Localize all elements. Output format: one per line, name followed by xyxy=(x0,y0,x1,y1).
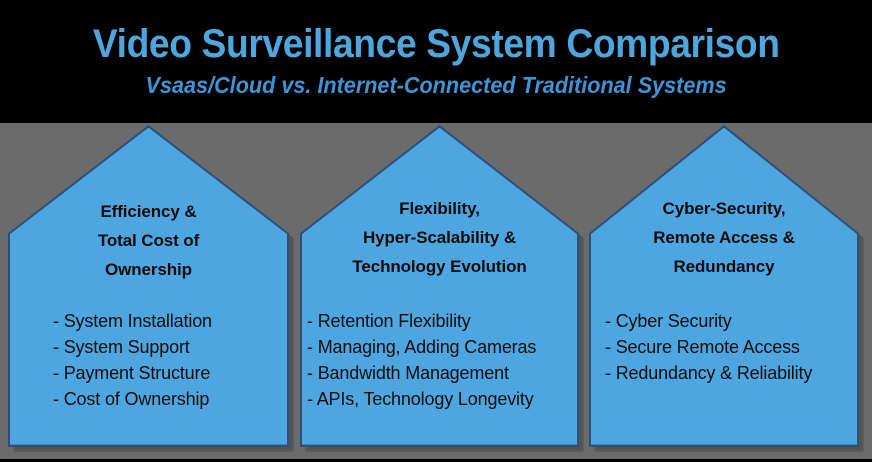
diagram-body: Efficiency & Total Cost of Ownership - S… xyxy=(0,123,872,462)
card-content: Cyber-Security, Remote Access & Redundan… xyxy=(589,125,859,447)
list-item: - Payment Structure xyxy=(53,363,211,383)
pillar-card-3[interactable]: Cyber-Security, Remote Access & Redundan… xyxy=(589,125,864,452)
list-item: - Redundancy & Reliability xyxy=(605,363,813,383)
card-content: Efficiency & Total Cost of Ownership - S… xyxy=(8,125,289,447)
pillar-card-2[interactable]: Flexibility, Hyper-Scalability & Technol… xyxy=(300,125,584,452)
pillar-title-3: Cyber-Security, Remote Access & Redundan… xyxy=(589,194,859,281)
pillar-title-line: Remote Access & xyxy=(653,228,795,247)
page-title: Video Surveillance System Comparison xyxy=(92,22,780,67)
card-content: Flexibility, Hyper-Scalability & Technol… xyxy=(300,125,579,447)
list-item: - System Installation xyxy=(53,311,212,331)
pillar-list-2: - Retention Flexibility - Managing, Addi… xyxy=(307,308,536,412)
page-subtitle: Vsaas/Cloud vs. Internet-Connected Tradi… xyxy=(145,71,727,98)
pillar-title-line: Flexibility, xyxy=(399,199,480,218)
list-item: - Managing, Adding Cameras xyxy=(307,337,537,357)
list-item: - Secure Remote Access xyxy=(605,337,800,357)
header-banner: Video Surveillance System Comparison Vsa… xyxy=(0,0,872,123)
pillar-card-1[interactable]: Efficiency & Total Cost of Ownership - S… xyxy=(8,125,294,452)
list-item: - APIs, Technology Longevity xyxy=(307,389,534,409)
pillar-list-1: - System Installation - System Support -… xyxy=(53,308,212,412)
list-item: - System Support xyxy=(53,337,190,357)
pillar-title-line: Technology Evolution xyxy=(352,257,527,276)
list-item: - Retention Flexibility xyxy=(307,311,471,331)
pillar-title-line: Redundancy xyxy=(673,257,775,276)
pillar-title-line: Ownership xyxy=(105,260,192,279)
pillar-title-line: Cyber-Security, xyxy=(662,199,786,218)
pillar-list-3: - Cyber Security - Secure Remote Access … xyxy=(605,308,812,386)
list-item: - Cost of Ownership xyxy=(53,389,210,409)
pillar-title-line: Hyper-Scalability & xyxy=(362,228,517,247)
list-item: - Cyber Security xyxy=(605,311,732,331)
pillar-title-line: Total Cost of xyxy=(97,231,200,250)
pillar-title-1: Efficiency & Total Cost of Ownership xyxy=(8,197,289,284)
list-item: - Bandwidth Management xyxy=(307,363,509,383)
pillar-title-line: Efficiency & xyxy=(100,202,197,221)
pillar-title-2: Flexibility, Hyper-Scalability & Technol… xyxy=(300,194,579,281)
